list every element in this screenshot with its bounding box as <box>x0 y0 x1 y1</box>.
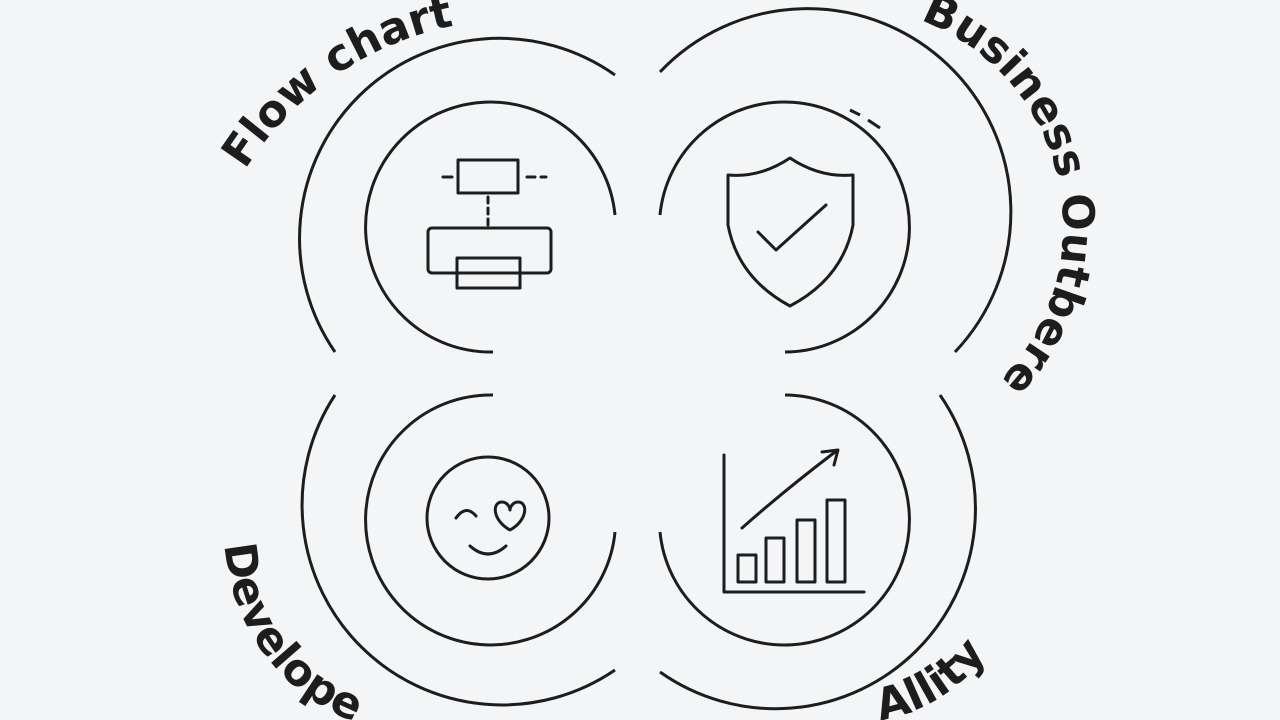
outer-arc <box>300 394 616 707</box>
tick-mark <box>849 108 861 117</box>
outer-arc <box>658 7 1013 354</box>
shield-check-icon <box>726 156 855 308</box>
quadrant-allity <box>658 393 977 711</box>
inner-arc <box>658 393 911 647</box>
inner-arc <box>364 100 617 354</box>
bar-chart-growth-icon <box>722 448 866 594</box>
inner-arc <box>658 100 911 354</box>
tick-mark <box>867 118 881 130</box>
label-developen: Developen <box>0 0 371 720</box>
outer-arc <box>298 36 616 353</box>
smiley-heart-icon <box>425 455 551 581</box>
quadrant-developen <box>300 393 617 707</box>
inner-arc <box>364 393 617 647</box>
quadrant-flow-chart <box>298 36 617 354</box>
label-flow-chart: Flow chart <box>212 0 457 176</box>
outer-arc <box>659 394 977 711</box>
quadrant-business-outbere <box>658 7 1013 354</box>
flowchart-icon <box>426 158 553 290</box>
